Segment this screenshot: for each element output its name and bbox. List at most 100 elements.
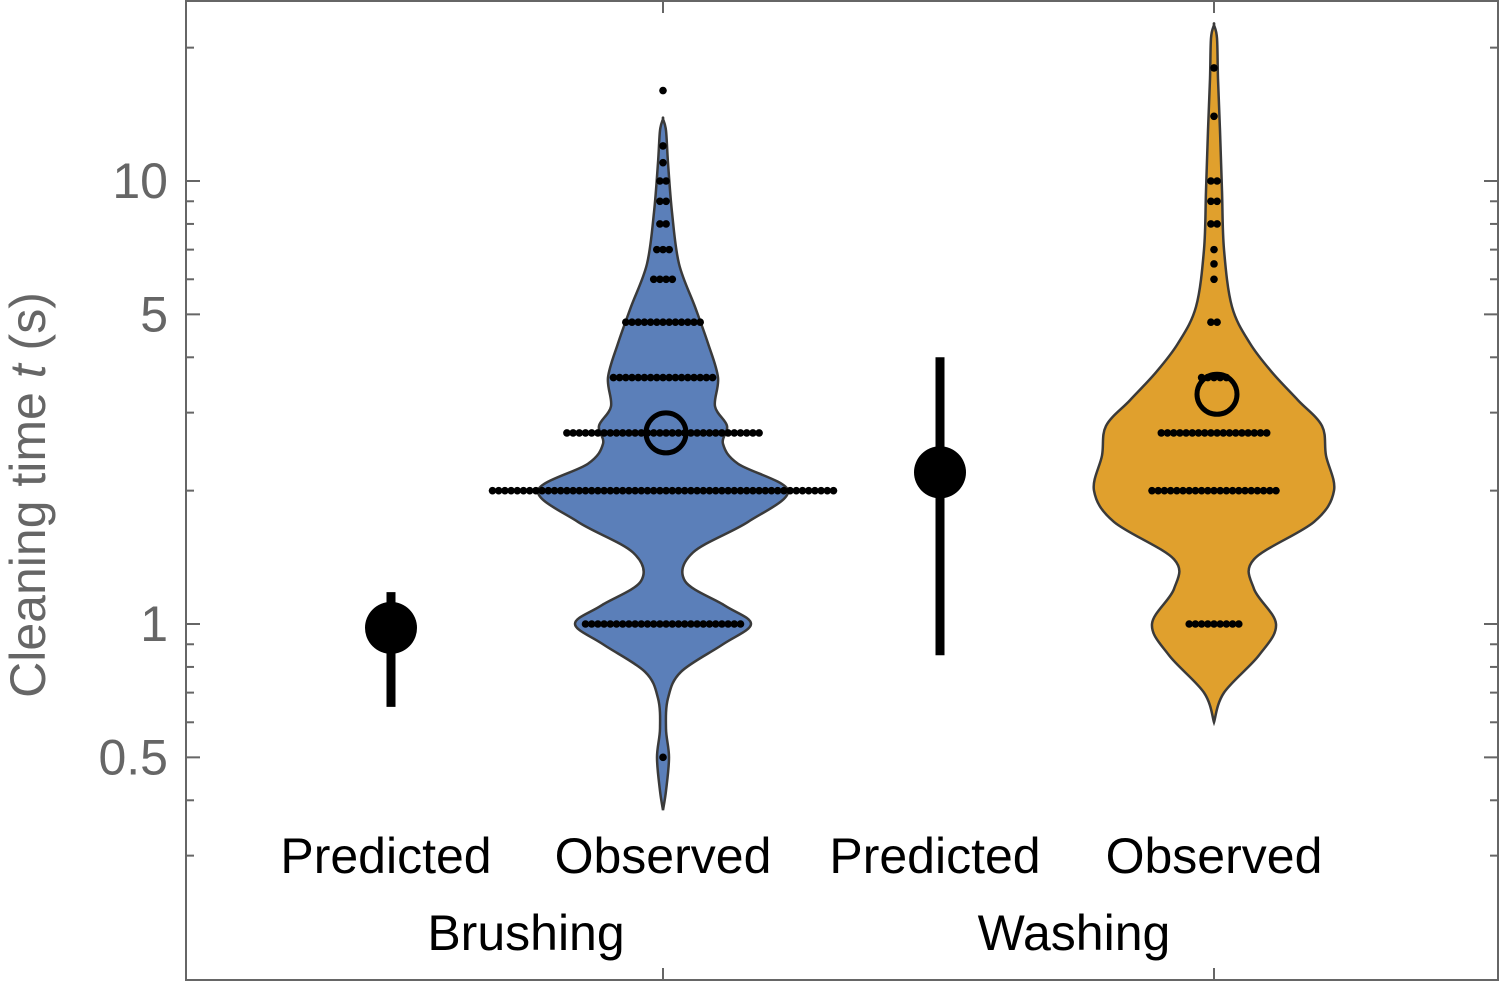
data-point bbox=[581, 429, 590, 437]
data-point bbox=[637, 486, 646, 495]
data-point bbox=[671, 373, 680, 382]
data-point bbox=[1210, 620, 1218, 628]
data-point bbox=[696, 373, 704, 382]
data-point bbox=[1228, 486, 1237, 495]
data-point bbox=[649, 429, 658, 437]
data-point bbox=[1148, 486, 1156, 495]
data-point bbox=[1210, 486, 1218, 495]
data-point bbox=[643, 486, 652, 495]
data-point bbox=[749, 429, 757, 437]
data-point bbox=[612, 620, 621, 628]
data-point bbox=[646, 318, 655, 327]
data-point bbox=[1238, 429, 1246, 437]
data-point bbox=[1176, 429, 1184, 437]
data-point bbox=[755, 429, 763, 437]
data-point bbox=[677, 373, 686, 382]
data-point bbox=[594, 429, 602, 437]
data-point bbox=[653, 373, 661, 382]
data-point bbox=[668, 486, 677, 495]
data-point bbox=[1197, 486, 1206, 495]
data-point bbox=[625, 486, 633, 495]
observed-means bbox=[643, 371, 1240, 456]
data-point bbox=[659, 373, 667, 382]
data-point bbox=[653, 318, 661, 327]
observed-mean-marker bbox=[643, 410, 689, 456]
data-point bbox=[1207, 318, 1215, 327]
data-point bbox=[662, 620, 670, 628]
data-point bbox=[1250, 429, 1259, 437]
data-point bbox=[1166, 486, 1175, 495]
observed-label: Observed bbox=[1106, 828, 1323, 884]
violin-brushing bbox=[536, 116, 790, 811]
data-point bbox=[656, 620, 664, 628]
data-point bbox=[687, 620, 695, 628]
data-point bbox=[600, 429, 608, 437]
data-point bbox=[730, 620, 739, 628]
data-point bbox=[1210, 260, 1218, 268]
data-point bbox=[1169, 429, 1178, 437]
data-point bbox=[1191, 486, 1200, 495]
data-point bbox=[1216, 620, 1224, 628]
data-point bbox=[1241, 486, 1249, 495]
data-point bbox=[507, 486, 515, 495]
data-point bbox=[680, 620, 689, 628]
data-point bbox=[724, 620, 732, 628]
data-point bbox=[708, 373, 717, 382]
data-point bbox=[1262, 429, 1271, 437]
data-point bbox=[631, 429, 639, 437]
data-point bbox=[761, 486, 770, 495]
data-point bbox=[634, 373, 642, 382]
data-point bbox=[1163, 429, 1172, 437]
data-point bbox=[665, 245, 673, 254]
data-point bbox=[1197, 620, 1206, 628]
data-point bbox=[659, 753, 667, 762]
data-point bbox=[656, 197, 664, 206]
data-point bbox=[556, 486, 565, 495]
data-point bbox=[600, 620, 608, 628]
data-point bbox=[674, 620, 683, 628]
data-point bbox=[622, 318, 630, 327]
data-point bbox=[724, 486, 732, 495]
data-point bbox=[699, 429, 708, 437]
data-point bbox=[817, 486, 825, 495]
predicted-label: Predicted bbox=[280, 828, 491, 884]
data-point bbox=[550, 486, 559, 495]
data-point bbox=[677, 318, 686, 327]
data-point bbox=[1219, 429, 1228, 437]
observed-mean-marker bbox=[1194, 371, 1240, 417]
data-point bbox=[662, 486, 670, 495]
data-point bbox=[1210, 275, 1218, 284]
data-point bbox=[643, 620, 652, 628]
data-point bbox=[659, 86, 667, 95]
data-point bbox=[1256, 429, 1265, 437]
data-point bbox=[1210, 245, 1218, 254]
data-point bbox=[693, 429, 701, 437]
data-point bbox=[786, 486, 794, 495]
data-point bbox=[513, 486, 522, 495]
data-point bbox=[594, 620, 602, 628]
data-point bbox=[1213, 318, 1221, 327]
data-point bbox=[1210, 64, 1218, 72]
data-point bbox=[1247, 486, 1255, 495]
data-point bbox=[622, 373, 630, 382]
data-point bbox=[684, 373, 692, 382]
data-point bbox=[724, 429, 732, 437]
data-point bbox=[711, 620, 720, 628]
data-point bbox=[587, 620, 596, 628]
data-point bbox=[755, 486, 763, 495]
data-point bbox=[665, 318, 673, 327]
data-point bbox=[736, 429, 745, 437]
predicted-label: Predicted bbox=[829, 828, 1040, 884]
data-point bbox=[1272, 486, 1280, 495]
data-point bbox=[606, 486, 615, 495]
data-point bbox=[804, 486, 813, 495]
predicted-median-marker bbox=[365, 601, 417, 654]
data-point bbox=[668, 620, 677, 628]
data-point bbox=[659, 142, 667, 150]
data-point bbox=[649, 275, 658, 284]
data-point bbox=[662, 220, 670, 228]
data-point bbox=[749, 486, 757, 495]
data-point bbox=[699, 486, 708, 495]
data-point bbox=[1207, 177, 1215, 185]
